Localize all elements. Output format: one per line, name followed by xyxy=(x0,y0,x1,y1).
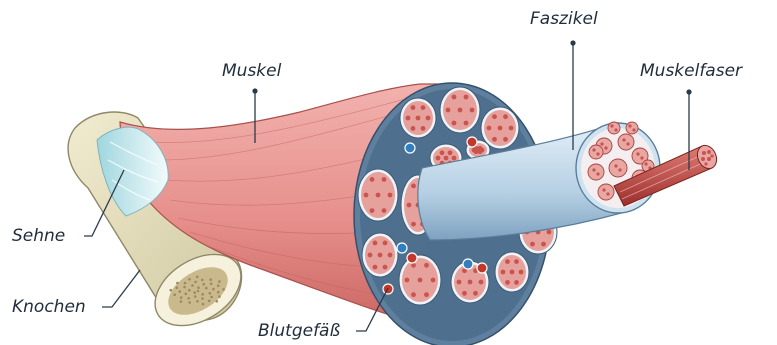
label-blood-vessel: Blutgefäß xyxy=(258,323,340,340)
artery xyxy=(407,253,417,263)
vein xyxy=(405,143,415,153)
vein xyxy=(397,243,407,253)
fascicle-bundle xyxy=(495,252,529,292)
bone-leader xyxy=(102,270,140,307)
fascicle-bundle xyxy=(399,255,441,305)
fiber-cross-section xyxy=(618,134,634,150)
fiber-cross-section xyxy=(588,164,604,180)
artery xyxy=(467,137,477,147)
fascicle-bundle xyxy=(362,233,398,277)
fiber-cross-section xyxy=(609,159,627,177)
label-muscle: Muskel xyxy=(222,63,281,80)
artery xyxy=(477,263,487,273)
fiber-cross-section xyxy=(598,184,614,200)
fiber-cross-section xyxy=(608,122,620,134)
label-fascicle: Faszikel xyxy=(530,11,598,28)
fascicle-bundle xyxy=(440,87,480,133)
vein xyxy=(463,259,473,269)
label-muscle-fiber: Muskelfaser xyxy=(640,63,742,80)
label-tendon: Sehne xyxy=(12,228,65,245)
fascicle-bundle xyxy=(358,169,398,221)
fascicle-bundle xyxy=(400,98,436,138)
fiber-cross-section xyxy=(589,145,603,159)
fiber-cross-section xyxy=(626,122,638,134)
label-bone: Knochen xyxy=(12,299,86,316)
